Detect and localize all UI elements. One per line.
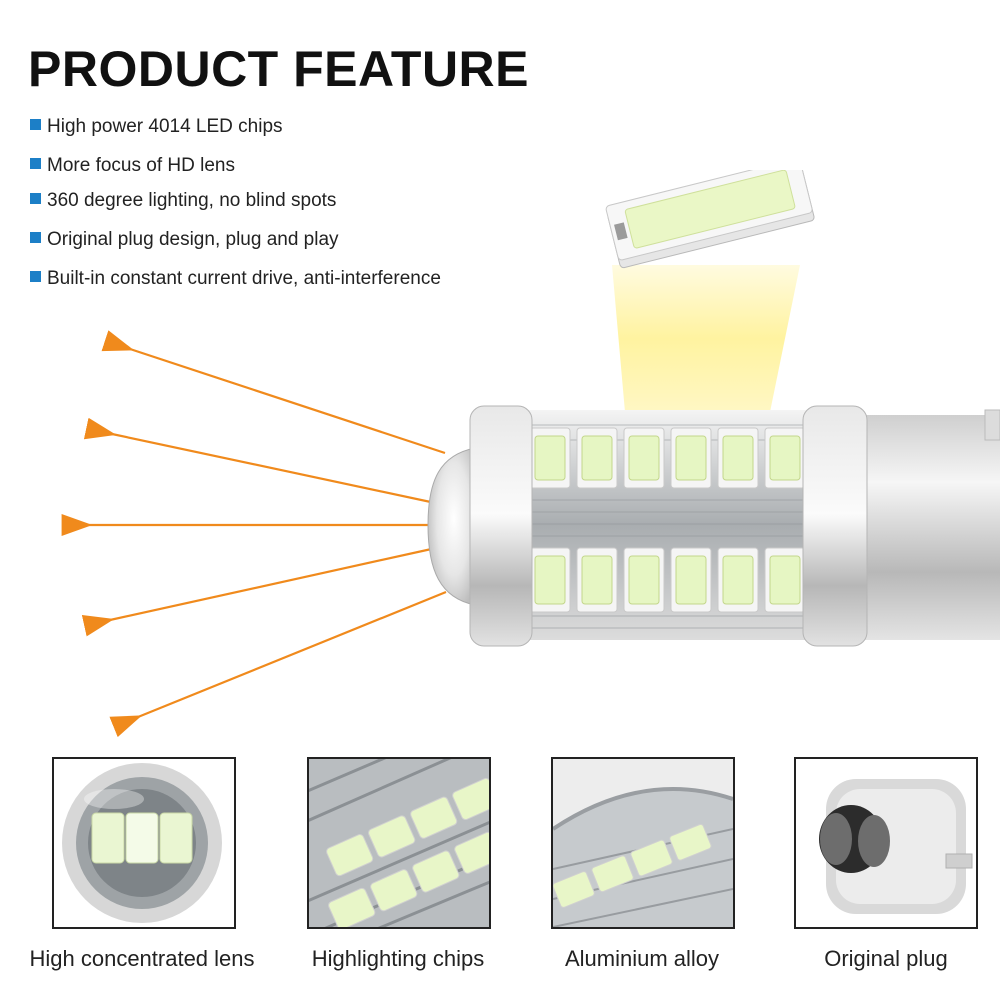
- feature-item: More focus of HD lens: [30, 153, 235, 179]
- bullet-square-icon: [30, 193, 41, 205]
- feature-text: Original plug design, plug and play: [47, 229, 339, 250]
- bulb-base: [855, 415, 1000, 640]
- feature-item: 360 degree lighting, no blind spots: [30, 188, 336, 214]
- led-row-bottom: [529, 547, 806, 613]
- bullet-square-icon: [30, 158, 41, 170]
- thumb-aluminium: [551, 757, 735, 929]
- light-beam: [612, 265, 800, 412]
- bulb-ring-left: [469, 405, 533, 647]
- caption-plug: Original plug: [824, 946, 948, 971]
- thumb-plug: [794, 757, 978, 929]
- led-row-top: [529, 427, 806, 489]
- led-chip-closeup: [605, 170, 815, 269]
- caption-chips: Highlighting chips: [311, 946, 485, 971]
- feature-text: High power 4014 LED chips: [47, 116, 283, 137]
- caption-lens: High concentrated lens: [29, 946, 255, 971]
- light-direction-arrows: [61, 330, 447, 738]
- feature-item: High power 4014 LED chips: [30, 114, 283, 140]
- bullet-square-icon: [30, 119, 41, 131]
- bullet-square-icon: [30, 232, 41, 244]
- bullet-square-icon: [30, 271, 41, 283]
- feature-text: 360 degree lighting, no blind spots: [47, 190, 337, 211]
- page-title: PRODUCT FEATURE: [28, 41, 530, 97]
- feature-text: More focus of HD lens: [47, 155, 235, 176]
- hd-lens: [427, 447, 476, 606]
- led-bulb-illustration: [61, 170, 1000, 738]
- caption-aluminium: Aluminium alloy: [564, 946, 720, 971]
- aluminium-body-icon: [553, 759, 733, 927]
- led-chips-icon: [309, 759, 489, 927]
- feature-item: Built-in constant current drive, anti-in…: [30, 266, 441, 292]
- thumb-lens: [52, 757, 236, 929]
- plug-icon: [796, 759, 976, 927]
- bulb-ring-right: [802, 405, 868, 647]
- feature-item: Original plug design, plug and play: [30, 227, 339, 253]
- thumb-chips: [307, 757, 491, 929]
- lens-icon: [54, 759, 234, 927]
- feature-text: Built-in constant current drive, anti-in…: [47, 268, 441, 289]
